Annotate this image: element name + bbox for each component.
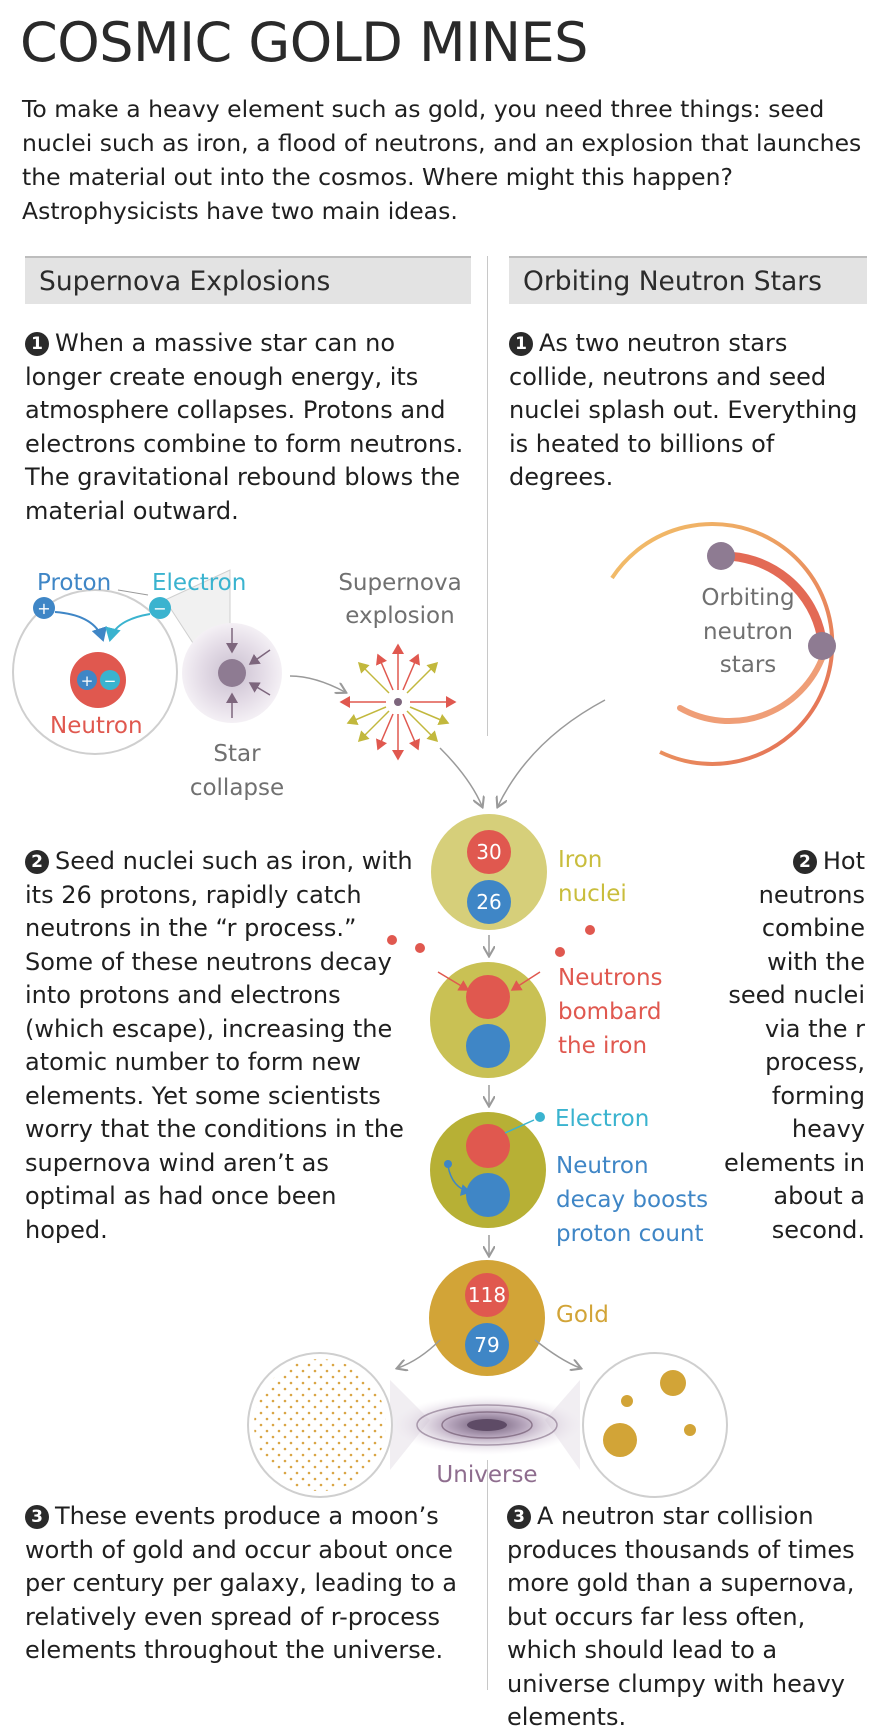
step-number-badge: 3: [507, 1505, 531, 1529]
clumpy-gold-distribution: [582, 1352, 728, 1498]
collision-to-iron-arrow: [498, 699, 606, 806]
iron-label-2: nuclei: [558, 881, 627, 907]
neutron-star-step-2-text: Hot neutrons combine with the seed nucle…: [724, 847, 865, 1244]
supernova-label-2: explosion: [345, 603, 454, 629]
decay-electron-label: Electron: [555, 1106, 649, 1132]
gold-nucleus: 118 79: [429, 1260, 545, 1376]
decay-label-3: proton count: [556, 1221, 704, 1247]
neutron-bombardment: [387, 925, 595, 1078]
intro-paragraph: To make a heavy element such as gold, yo…: [22, 95, 862, 225]
column-divider-bottom: [487, 1460, 488, 1690]
even-gold-distribution: [247, 1352, 393, 1498]
step-number-badge: 2: [792, 850, 817, 874]
svg-text:−: −: [104, 672, 117, 690]
gold-to-even-arrow: [398, 1339, 441, 1368]
decay-label-2: decay boosts: [556, 1187, 708, 1213]
star-collapse-label-1: Star: [213, 741, 261, 767]
supernova-step-2-text: Seed nuclei such as iron, with its 26 pr…: [25, 847, 413, 1244]
neutron-star-2: [808, 632, 836, 660]
gold-proton-count: 79: [474, 1333, 499, 1357]
supernova-label-1: Supernova: [338, 570, 461, 596]
decay-label-1: Neutron: [556, 1153, 649, 1179]
step-number-badge: 1: [25, 332, 49, 356]
orbiting-neutron-stars: [610, 521, 836, 766]
gold-label: Gold: [556, 1302, 609, 1328]
collapsing-star-core: [218, 659, 246, 687]
neutron-star-step-1-text: As two neutron stars collide, neutrons a…: [509, 329, 858, 491]
iron-proton-count: 26: [476, 890, 501, 914]
orbiting-label-2: neutron: [703, 619, 793, 645]
supernova-explosion: [339, 643, 457, 761]
column-divider: [487, 256, 488, 736]
star-collapse-label-2: collapse: [190, 775, 284, 801]
proton-sign: +: [37, 599, 50, 618]
iron-neutron-count: 30: [476, 840, 501, 864]
neutron-star-1: [707, 542, 735, 570]
section-header-neutron-stars: Orbiting Neutron Stars: [509, 256, 867, 304]
page-title: COSMIC GOLD MINES: [20, 11, 588, 74]
neutron-label: Neutron: [50, 713, 143, 739]
electron-particle: [149, 597, 171, 619]
bombard-label-2: bombard: [558, 999, 661, 1025]
supernova-step-1-text: When a massive star can no longer create…: [25, 329, 464, 525]
neutron-particle: [70, 652, 126, 708]
section-header-supernova: Supernova Explosions: [25, 256, 471, 304]
step-number-badge: 1: [509, 332, 533, 356]
gold-neutron-count: 118: [468, 1283, 506, 1307]
proton-electron-merge: + − + −: [33, 589, 171, 708]
proton-label: Proton: [37, 570, 111, 596]
supernova-step-3-text: These events produce a moon’s worth of g…: [25, 1502, 458, 1664]
electron-sign: −: [153, 599, 166, 618]
universe-label: Universe: [436, 1462, 537, 1488]
collapse-to-explosion-arrow: [289, 675, 345, 692]
iron-label-1: Iron: [558, 847, 602, 873]
electron-label: Electron: [152, 570, 246, 596]
orbiting-label-3: stars: [720, 652, 777, 678]
universe-galaxy: [390, 1380, 582, 1470]
bombard-label-1: Neutrons: [558, 965, 663, 991]
iron-nucleus: 30 26: [431, 814, 547, 930]
orbiting-label-1: Orbiting: [701, 585, 794, 611]
supernova-to-iron-arrow: [439, 747, 482, 806]
neutron-star-step-3-text: A neutron star collision produces thousa…: [507, 1502, 855, 1731]
step-number-badge: 3: [25, 1505, 49, 1529]
proton-particle: [33, 597, 55, 619]
gold-to-clumpy-arrow: [534, 1339, 580, 1368]
step-number-badge: 2: [25, 850, 49, 874]
svg-text:+: +: [81, 672, 94, 690]
bombard-label-3: the iron: [558, 1033, 647, 1059]
neutron-decay: [430, 1112, 546, 1228]
